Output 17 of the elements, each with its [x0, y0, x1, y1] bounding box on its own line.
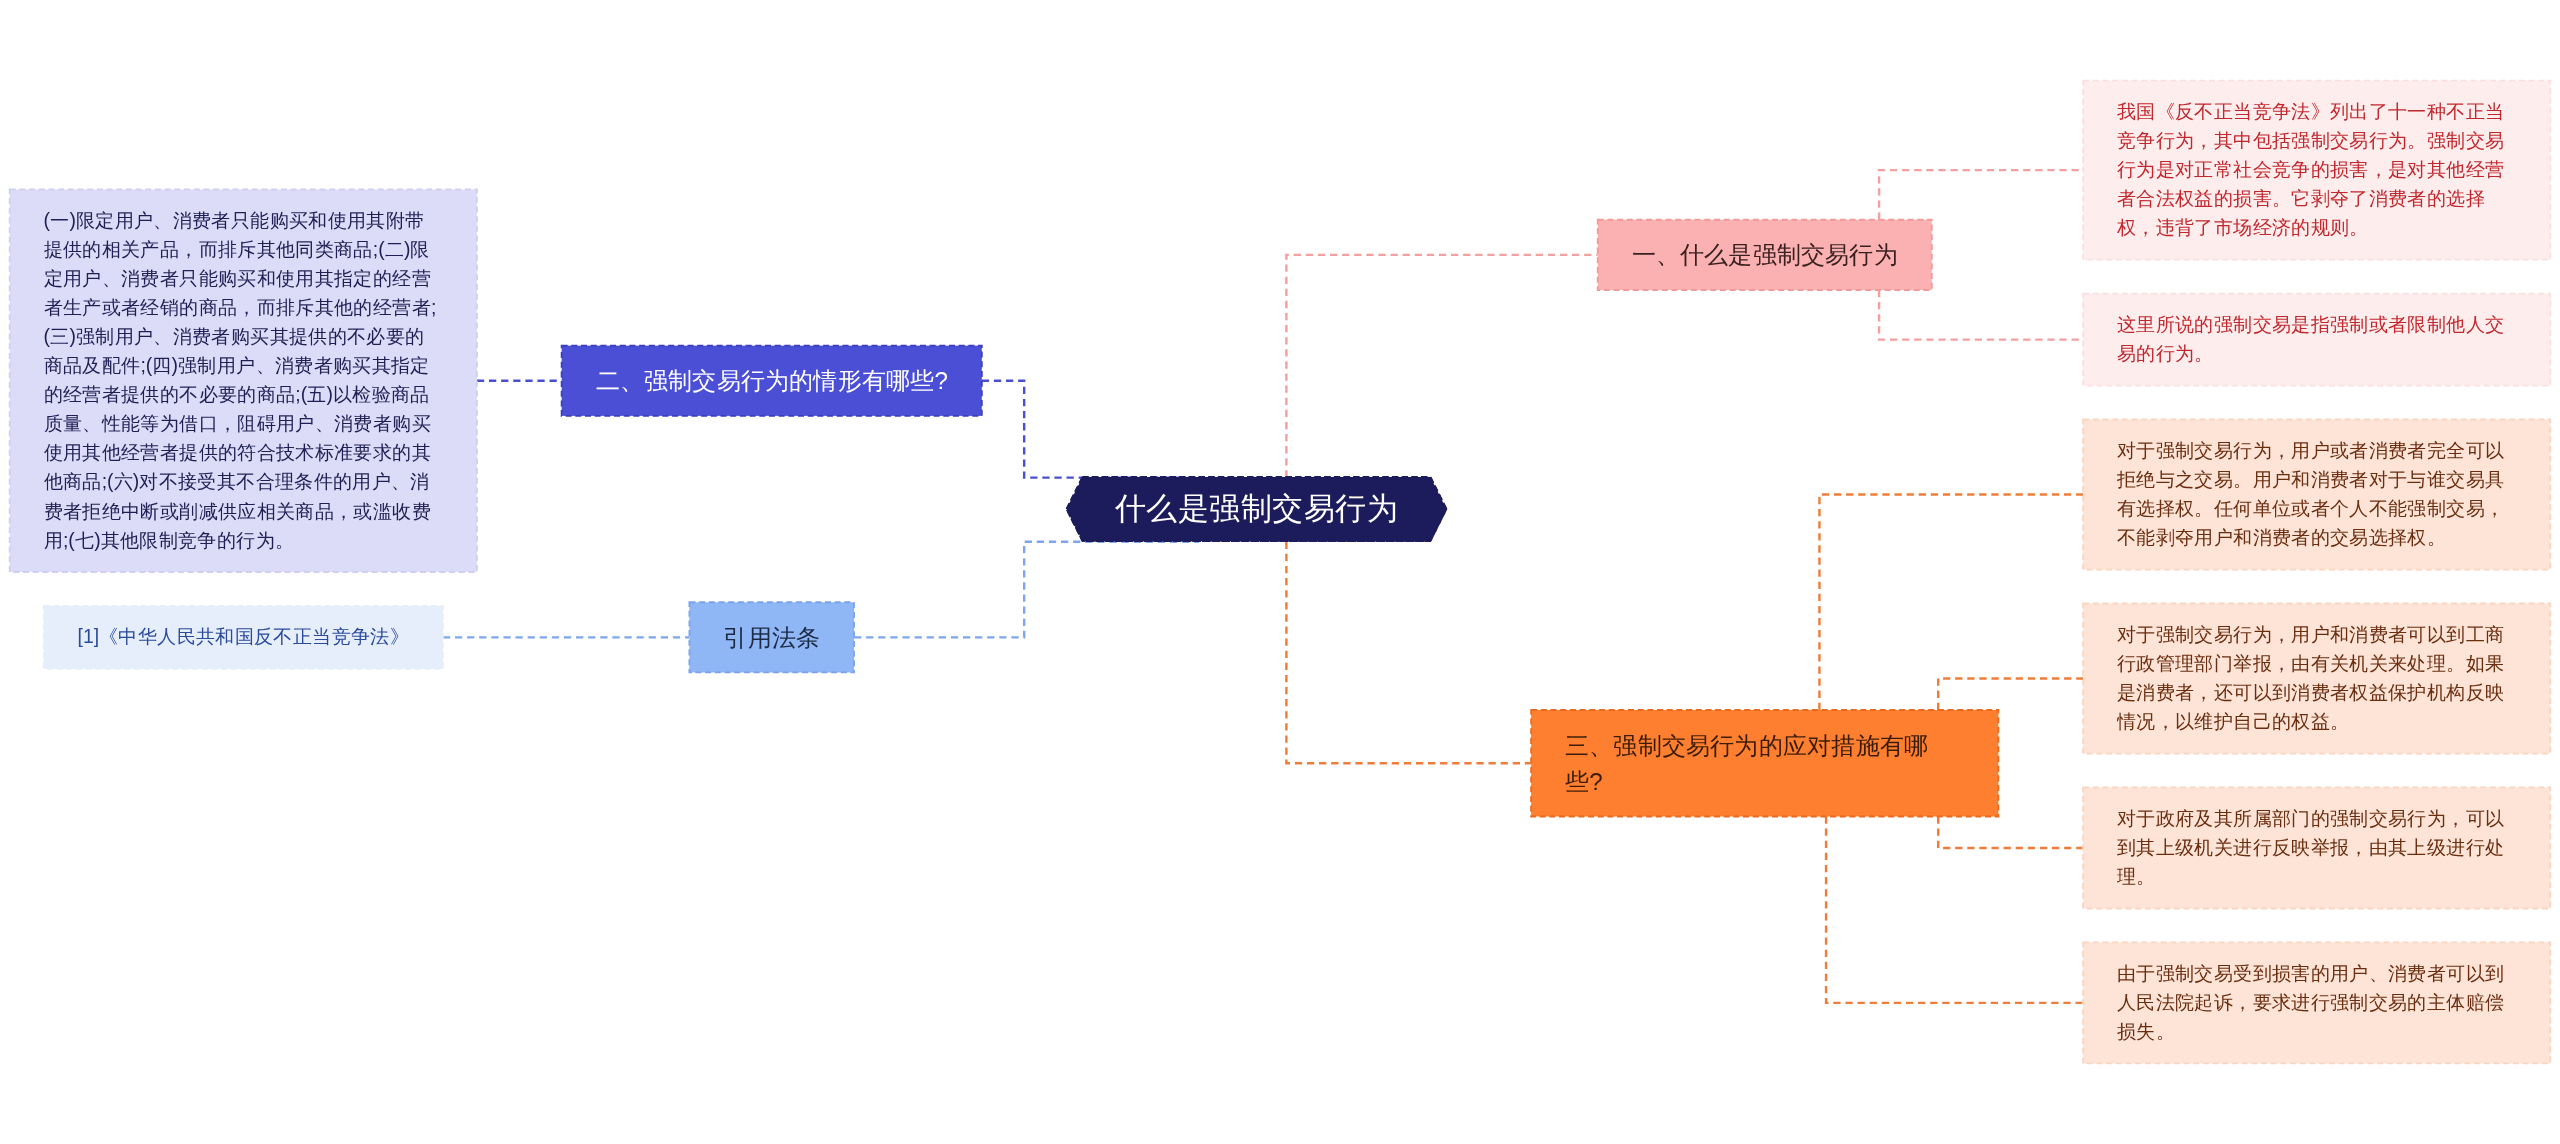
connector — [1285, 541, 1532, 765]
node-box: (一)限定用户、消费者只能购买和使用其附带提供的相关产品，而排斥其他同类商品;(二)限定用户、消费者只能购买和使用其指定的经营者生产或者经销的商品，而排斥其他的经营者;(三)强制用户、消费者购买其提供的不必要的商品及配件;(四)强制用户、消费者购买其指定的经营者提供的不必要的商品;(五)以检验商品质量、性能等为借口，阻碍用户、消费者购买使用其他经营者提供的符合技术标准要求的其他商品;(六)对不接受其不合理条件的用户、消费者拒绝中断或削减供应相关商品，或滥收费用;(七)其他限制竞争的行为。 — [8, 188, 478, 573]
node-box: [1]《中华人民共和国反不正当竞争法》 — [42, 605, 444, 670]
node-box: 对于强制交易行为，用户或者消费者完全可以拒绝与之交易。用户和消费者对于与谁交易具有选择权。任何单位或者个人不能强制交易，不能剥夺用户和消费者的交易选择权。 — [2082, 418, 2552, 571]
connector — [1937, 816, 2084, 850]
node-box: 对于强制交易行为，用户和消费者可以到工商行政管理部门举报，由有关机关来处理。如果是消费者，还可以到消费者权益保护机构反映情况，以维护自己的权益。 — [2082, 602, 2552, 755]
node-box: 对于政府及其所属部门的强制交易行为，可以到其上级机关进行反映举报，由其上级进行处理。 — [2082, 786, 2552, 910]
connector — [1937, 677, 2084, 710]
node-box: 引用法条 — [688, 601, 855, 674]
connector — [1818, 493, 2084, 710]
connector — [1824, 816, 2084, 1005]
node-box: 我国《反不正当竞争法》列出了十一种不正当竞争行为，其中包括强制交易行为。强制交易行为是对正常社会竞争的损害，是对其他经营者合法权益的损害。它剥夺了消费者的选择权，违背了市场经济的规则。 — [2082, 79, 2552, 261]
node-box: 这里所说的强制交易是指强制或者限制他人交易的行为。 — [2082, 292, 2552, 387]
node-box: 一、什么是强制交易行为 — [1596, 218, 1933, 291]
node-box: 由于强制交易受到损害的用户、消费者可以到人民法院起诉，要求进行强制交易的主体赔偿损失。 — [2082, 941, 2552, 1065]
node-box: 三、强制交易行为的应对措施有哪些? — [1530, 709, 2000, 818]
node-box: 二、强制交易行为的情形有哪些? — [560, 344, 983, 417]
